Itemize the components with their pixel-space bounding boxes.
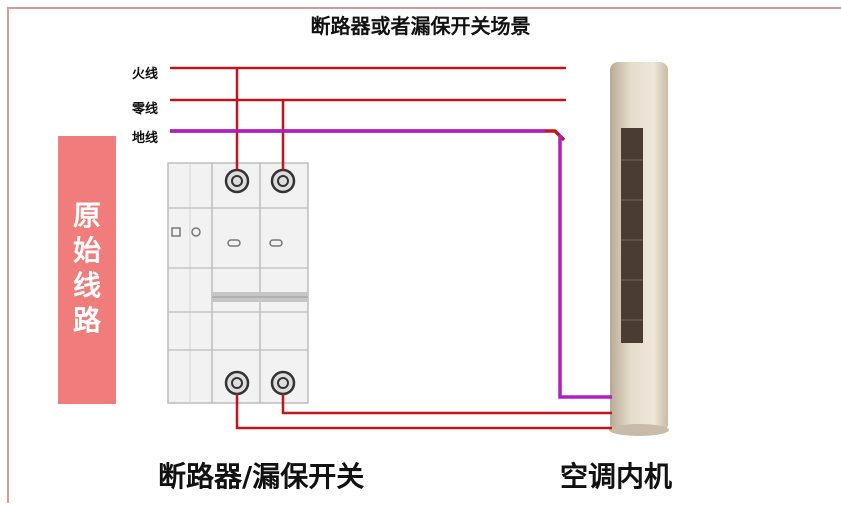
breaker-output-wires: [235, 394, 612, 430]
side-label-char: 路: [72, 304, 101, 337]
side-label-char: 始: [72, 234, 101, 267]
breaker-top-terminal-2: [270, 168, 296, 194]
frame-left-border: [7, 7, 9, 503]
original-wiring-box: 原始线路: [58, 136, 116, 404]
neutral-wire: [170, 98, 566, 170]
breaker-bottom-terminal-2: [270, 370, 296, 396]
ground-wire-label: 地线: [132, 131, 159, 146]
live-wire: [170, 66, 566, 170]
indoor-unit-caption: 空调内机: [560, 460, 673, 493]
neutral-wire-label: 零线: [132, 102, 159, 117]
side-label-char: 线: [72, 269, 101, 302]
diagram-title: 断路器或者漏保开关场景: [310, 14, 531, 38]
ac-indoor-unit: [609, 62, 669, 436]
frame-top-border: [7, 7, 841, 9]
ground-wire: [170, 129, 612, 399]
original-wiring-label: 原始线路: [58, 198, 116, 338]
breaker-caption: 断路器/漏保开关: [158, 460, 365, 493]
breaker-bottom-terminal-1: [224, 370, 250, 396]
circuit-breaker: [167, 162, 309, 404]
breaker-top-terminal-1: [224, 168, 250, 194]
side-label-char: 原: [72, 199, 101, 232]
live-wire-label: 火线: [132, 67, 159, 82]
